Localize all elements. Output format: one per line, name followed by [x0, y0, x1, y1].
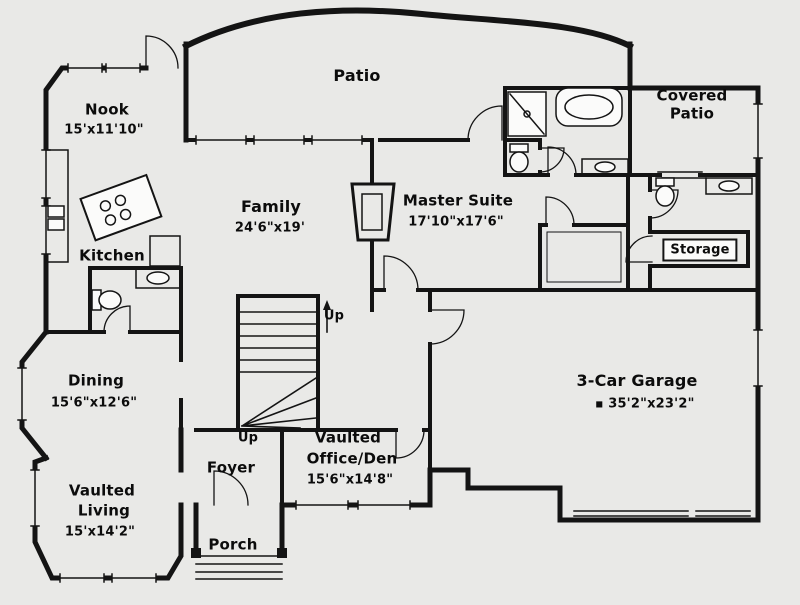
room-label-family: Family	[240, 197, 302, 216]
fixtures	[45, 87, 753, 311]
room-label-garage: 3-Car Garage	[576, 371, 698, 390]
room-label-porch: Porch	[208, 535, 258, 554]
windows	[17, 63, 763, 583]
fireplace	[350, 182, 396, 242]
door-swings	[103, 35, 679, 506]
bathtub	[555, 87, 623, 127]
shower-drain	[523, 110, 531, 118]
room-dims-family: 24'6"x19'	[234, 220, 306, 236]
room-dims-master-suite: 17'10"x17'6"	[408, 214, 504, 230]
room-label-kitchen: Kitchen	[79, 246, 145, 265]
porch-column	[191, 548, 201, 558]
room-label-living-line2: Living	[77, 501, 131, 520]
room-label-storage: Storage	[662, 238, 738, 262]
room-label-dining: Dining	[67, 371, 125, 390]
wc-toilet-tank	[509, 143, 529, 153]
refrigerator	[149, 235, 181, 267]
kitchen-counter	[45, 149, 69, 263]
room-label-covered-patio-line2: Patio	[669, 104, 715, 123]
room-dims-dining: 15'6"x12'6"	[50, 395, 138, 411]
powder-sink	[146, 271, 170, 285]
hall-toilet-tank	[655, 177, 675, 187]
room-dims-living: 15'x14'2"	[64, 524, 136, 540]
room-dims-garage: ■ 35'2"x23'2"	[595, 398, 694, 411]
room-label-patio: Patio	[333, 66, 381, 85]
room-label-office-line2: Office/Den	[306, 449, 398, 468]
room-dims-nook: 15'x11'10"	[64, 122, 144, 138]
room-dims-garage-text: 35'2"x23'2"	[608, 396, 695, 412]
room-dims-office: 15'6"x14'8"	[306, 472, 394, 488]
room-label-living-line1: Vaulted	[68, 481, 136, 500]
room-label-nook: Nook	[85, 100, 129, 119]
powder-vanity	[135, 267, 182, 289]
outer-walls	[19, 41, 761, 581]
bath-sink	[594, 161, 616, 173]
porch-steps	[195, 555, 283, 580]
stairs-up-label-lower: Up	[237, 430, 259, 446]
stairs-up-label-main: Up	[323, 308, 345, 324]
kitchen-island	[79, 173, 163, 242]
closet-shelving	[546, 231, 622, 283]
kitchen-sink	[47, 205, 65, 218]
wc-toilet	[509, 151, 529, 173]
staircase	[239, 305, 328, 429]
kitchen-sink	[47, 218, 65, 231]
garage-doors	[573, 510, 751, 517]
hall-toilet	[655, 185, 675, 207]
hall-bath-sink	[718, 180, 740, 192]
dimension-bullet: ■	[595, 399, 604, 408]
patio-curve-wall	[181, 7, 635, 51]
porch-column	[277, 548, 287, 558]
hall-bath-vanity	[705, 177, 753, 195]
stairs-up-arrow	[323, 300, 331, 310]
room-label-covered-patio-line1: Covered	[656, 86, 728, 105]
bath-vanity	[581, 158, 629, 176]
storage-tag: Storage	[662, 238, 738, 262]
powder-toilet	[98, 290, 122, 310]
fireplace-hearth	[361, 193, 383, 231]
room-label-foyer: Foyer	[206, 458, 256, 477]
room-label-master-suite: Master Suite	[402, 191, 514, 210]
room-label-office-line1: Vaulted	[314, 428, 382, 447]
